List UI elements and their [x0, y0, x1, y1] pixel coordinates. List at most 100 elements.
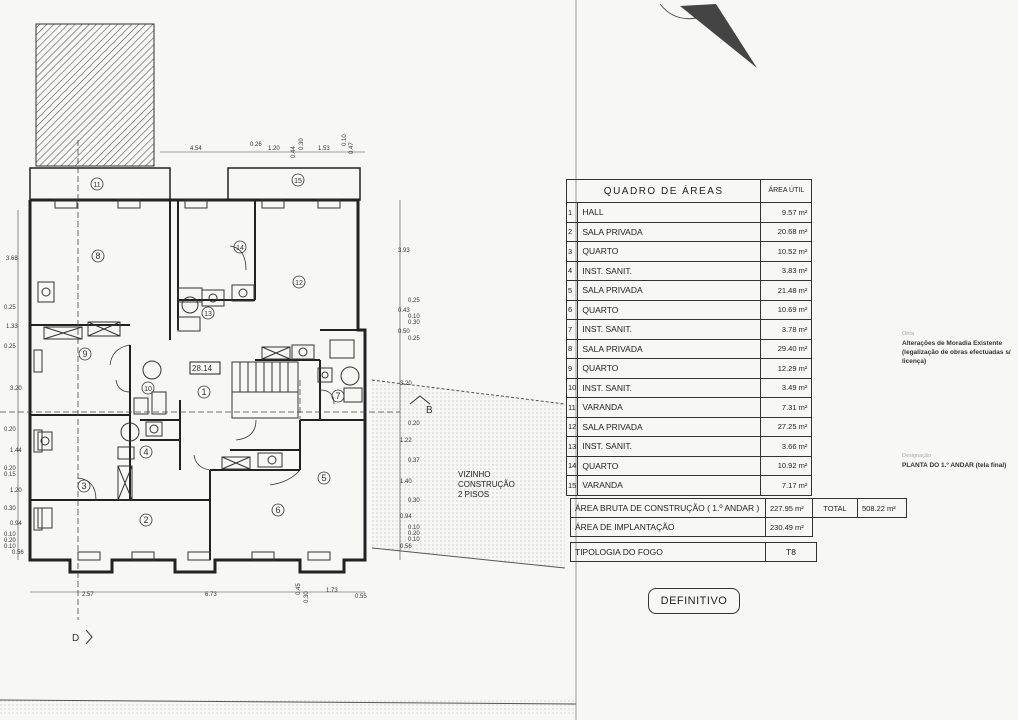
row-room-name: INST. SANIT. [577, 377, 762, 398]
svg-text:0.25: 0.25 [4, 344, 16, 350]
room-label-10: 10 [144, 386, 152, 393]
row-number: 2 [565, 221, 579, 242]
svg-text:0.44: 0.44 [291, 146, 297, 158]
row-number: 1 [565, 202, 579, 223]
dims-right: 3.93 0.25 0.43 0.10 0.30 0.50 0.25 3.20 … [398, 248, 420, 550]
total-value: 508.22 m² [857, 498, 907, 518]
row-area-value: 27.25 m² [760, 416, 813, 437]
row-number: 6 [565, 299, 579, 320]
section-label-b: B [426, 405, 433, 416]
sanitary-fixtures [37, 281, 363, 529]
svg-text:0.37: 0.37 [408, 458, 420, 464]
row-room-name: QUARTO [577, 299, 762, 320]
svg-text:0.45: 0.45 [296, 583, 302, 595]
svg-text:0.50: 0.50 [398, 329, 410, 335]
row-number: 15 [565, 475, 579, 496]
svg-text:1.22: 1.22 [400, 438, 412, 444]
row-number: 5 [565, 280, 579, 301]
svg-text:0.20: 0.20 [4, 538, 16, 544]
svg-text:0.20: 0.20 [408, 421, 420, 427]
room-label-14: 14 [236, 245, 244, 252]
area-bruta-value: 227.95 m² [765, 498, 813, 518]
svg-text:0.55: 0.55 [355, 594, 367, 600]
svg-text:0.30: 0.30 [299, 138, 305, 150]
row-area-value: 10.52 m² [760, 241, 813, 262]
exterior-walls [28, 198, 367, 574]
svg-text:3.20: 3.20 [10, 386, 22, 392]
row-area-value: 12.29 m² [760, 358, 813, 379]
row-area-value: 3.66 m² [760, 436, 813, 457]
north-arrow [659, 3, 757, 68]
svg-text:0.26: 0.26 [250, 142, 262, 148]
tipologia-table: TIPOLOGIA DO FOGO T8 [570, 542, 817, 562]
definitivo-stamp: DEFINITIVO [648, 588, 740, 614]
room-label-12: 12 [295, 280, 303, 287]
row-number: 4 [565, 260, 579, 281]
row-number: 13 [565, 436, 579, 457]
svg-text:0.10: 0.10 [408, 537, 420, 543]
svg-text:1.33: 1.33 [6, 324, 18, 330]
svg-text:1.20: 1.20 [268, 146, 280, 152]
room-label-8: 8 [95, 251, 100, 261]
totals-row-bruta: ÁREA BRUTA DE CONSTRUÇÃO ( 1.º ANDAR ) 2… [570, 498, 907, 518]
svg-text:0.30: 0.30 [304, 591, 310, 603]
row-area-value: 20.68 m² [760, 221, 813, 242]
svg-text:0.25: 0.25 [408, 298, 420, 304]
svg-text:0.56: 0.56 [400, 544, 412, 550]
neighbour-line-1: VIZINHO [458, 470, 491, 479]
row-number: 3 [565, 241, 579, 262]
tipologia-value: T8 [765, 542, 817, 562]
dims-bottom: 2.57 6.73 0.45 0.30 1.73 0.55 [82, 583, 367, 603]
area-util-header: ÁREA ÚTIL [760, 179, 813, 203]
hall-area-value: 28.14 [192, 364, 213, 373]
obra-text: Alterações de Moradia Existente (legaliz… [902, 340, 1011, 365]
row-room-name: SALA PRIVADA [577, 280, 762, 301]
svg-text:0.20: 0.20 [4, 427, 16, 433]
row-room-name: QUARTO [577, 358, 762, 379]
side-obra: Obra Alterações de Moradia Existente (le… [902, 330, 1018, 366]
door-swings [77, 245, 335, 501]
svg-text:0.10: 0.10 [342, 134, 348, 146]
room-label-5: 5 [321, 473, 326, 483]
room-number-markers [77, 173, 345, 527]
svg-text:1.53: 1.53 [318, 146, 330, 152]
svg-text:0.10: 0.10 [4, 544, 16, 550]
neighbour-hatch [35, 23, 155, 167]
row-room-name: INST. SANIT. [577, 436, 762, 457]
section-marker-d [85, 629, 93, 645]
room-label-15: 15 [294, 178, 302, 185]
windows [33, 199, 341, 561]
areas-table-title: QUADRO DE ÁREAS [565, 179, 762, 203]
staircase [231, 361, 299, 419]
row-number: 10 [565, 377, 579, 398]
svg-text:0.25: 0.25 [4, 305, 16, 311]
svg-text:0.20: 0.20 [4, 466, 16, 472]
section-label-d: D [72, 633, 79, 644]
section-marker-b [409, 395, 431, 405]
row-number: 11 [565, 397, 579, 418]
room-label-2: 2 [143, 515, 148, 525]
neighbour-line-2: CONSTRUÇÃO [458, 480, 515, 489]
svg-text:0.30: 0.30 [408, 320, 420, 326]
room-label-1: 1 [201, 387, 206, 397]
total-label: TOTAL [812, 498, 858, 518]
row-number: 8 [565, 338, 579, 359]
row-room-name: VARANDA [577, 475, 762, 496]
row-area-value: 3.78 m² [760, 319, 813, 340]
neighbour-dotted-area [372, 380, 565, 568]
neighbour-label: VIZINHO CONSTRUÇÃO 2 PISOS [458, 470, 515, 500]
svg-text:1.20: 1.20 [10, 488, 22, 494]
row-area-value: 21.48 m² [760, 280, 813, 301]
totals-table: ÁREA BRUTA DE CONSTRUÇÃO ( 1.º ANDAR ) 2… [570, 498, 907, 537]
